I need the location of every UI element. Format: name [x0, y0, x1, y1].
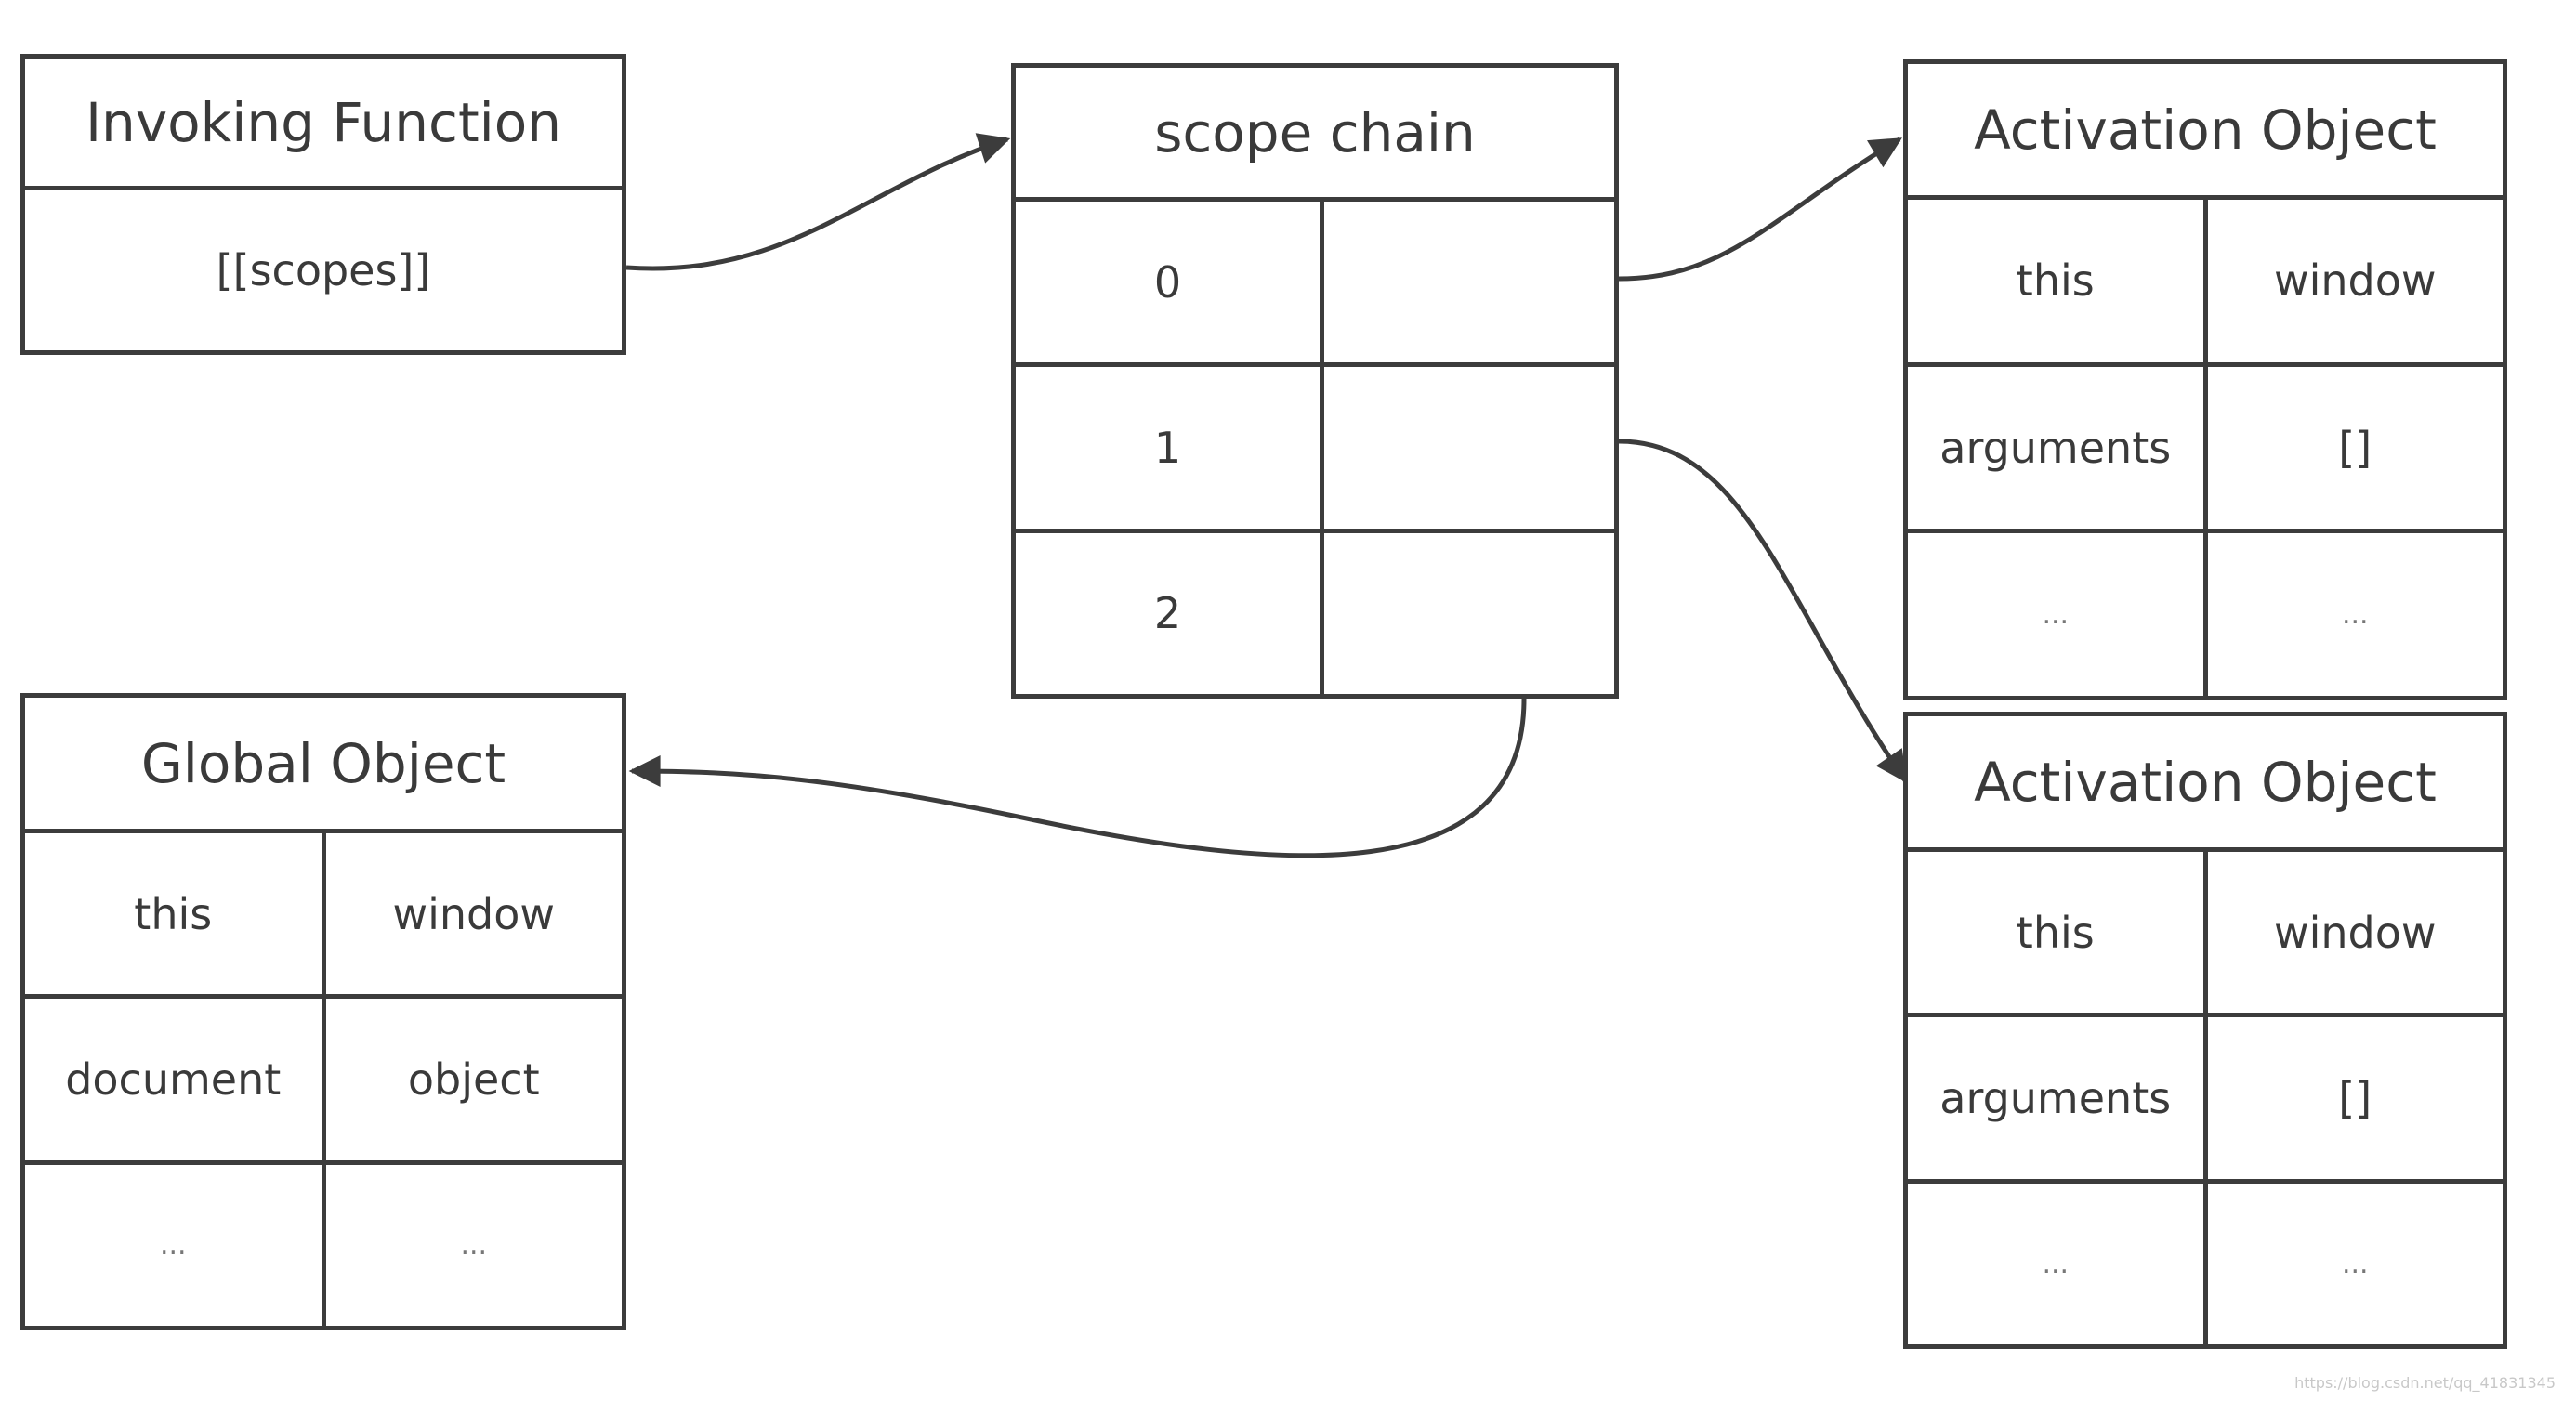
arrow-index1-to-activation-object	[1618, 439, 1908, 783]
property-value: object	[321, 999, 623, 1160]
property-value: []	[2202, 1017, 2504, 1179]
property-key: this	[2016, 907, 2095, 958]
global-object-row: ... ...	[25, 1164, 623, 1326]
invoking-function-box: Invoking Function [[scopes]]	[20, 54, 626, 355]
scope-chain-index: 1	[1153, 422, 1182, 473]
property-key: this	[134, 888, 213, 939]
watermark: https://blog.csdn.net/qq_41831345	[2294, 1374, 2556, 1392]
activation-object-row: arguments []	[1908, 1017, 2504, 1184]
scope-chain-box: scope chain 0 1 2	[1011, 63, 1619, 699]
activation-object-title: Activation Object	[1908, 64, 2503, 200]
property-value: ...	[2202, 1183, 2504, 1344]
activation-object-box: Activation Object this window arguments …	[1903, 712, 2507, 1349]
scope-chain-pointer	[1320, 532, 1614, 694]
property-value: window	[321, 833, 623, 995]
global-object-title: Global Object	[25, 698, 622, 833]
activation-object-row: arguments []	[1908, 366, 2504, 534]
arrow-index2-to-global-object	[628, 698, 1527, 858]
scope-chain-row: 2	[1016, 532, 1614, 694]
arrow-scopes-to-scope-chain	[625, 133, 1011, 271]
scope-chain-row: 0	[1016, 202, 1614, 368]
activation-object-row: this window	[1908, 852, 2504, 1018]
property-key: arguments	[1939, 423, 2172, 473]
property-key: this	[2016, 255, 2095, 307]
global-object-row: document object	[25, 999, 623, 1165]
activation-object-box: Activation Object this window arguments …	[1903, 59, 2507, 700]
activation-object-row: ... ...	[1908, 1183, 2504, 1344]
invoking-function-scopes-row: [[scopes]]	[25, 190, 622, 350]
scope-chain-title: scope chain	[1016, 68, 1614, 202]
scopes-property: [[scopes]]	[216, 245, 431, 295]
scope-chain-pointer	[1320, 202, 1614, 363]
global-object-row: this window	[25, 833, 623, 1000]
activation-object-title: Activation Object	[1908, 716, 2503, 852]
property-value: ...	[2202, 533, 2504, 697]
activation-object-row: ... ...	[1908, 533, 2504, 697]
invoking-function-title: Invoking Function	[25, 59, 622, 190]
property-value: window	[2202, 852, 2504, 1014]
global-object-box: Global Object this window document objec…	[20, 693, 626, 1330]
scope-chain-pointer	[1320, 367, 1614, 529]
scope-chain-index: 0	[1153, 256, 1182, 308]
property-key: document	[65, 1054, 282, 1105]
property-value: ...	[321, 1164, 623, 1326]
scope-chain-row: 1	[1016, 367, 1614, 533]
arrow-index0-to-activation-object	[1618, 137, 1902, 282]
activation-object-row: this window	[1908, 200, 2503, 367]
scope-chain-index: 2	[1153, 588, 1182, 639]
property-key: ...	[2042, 598, 2070, 632]
property-key: ...	[2042, 1247, 2070, 1280]
property-value: window	[2202, 200, 2504, 362]
property-value: []	[2202, 366, 2504, 530]
property-key: arguments	[1939, 1072, 2172, 1123]
property-key: ...	[159, 1228, 187, 1262]
